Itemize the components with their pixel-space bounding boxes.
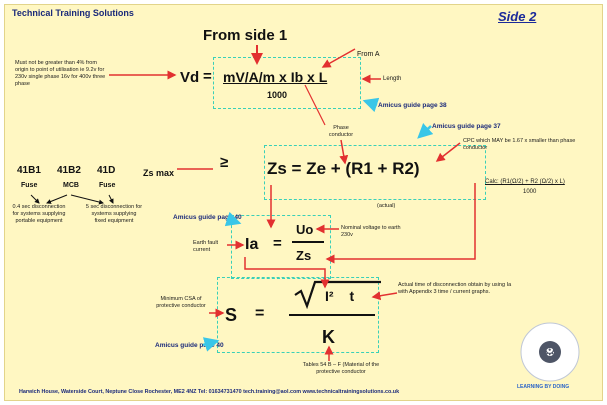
greater-equal-sign: ≥ — [220, 154, 229, 171]
device-41b1: 41B1 — [17, 165, 41, 176]
s-numerator: I² t — [325, 288, 355, 304]
ia-lhs: Ia — [245, 236, 259, 253]
s-lhs: S — [225, 305, 238, 325]
arrow-from-a — [321, 48, 356, 68]
arrow-phase-conductor — [339, 139, 349, 165]
ref-arrow-37 — [417, 123, 434, 139]
arrow-device-4 — [108, 194, 114, 204]
ref-arrow-40-top — [224, 211, 242, 227]
arrow-device-2 — [46, 194, 68, 204]
zs-max-text: Zs max — [143, 168, 175, 178]
vd-lhs: Vd — [180, 69, 200, 86]
vd-equals: = — [203, 68, 212, 85]
amicus-ref-40-top: Amicus guide page 40 — [173, 214, 242, 221]
device-type-mcb: MCB — [63, 182, 79, 189]
logo-text: LEARNING BY DOING — [517, 384, 570, 390]
square-root-sign — [294, 280, 381, 309]
ia-numerator: Uo — [296, 222, 314, 237]
arrow-zs-loop — [325, 183, 476, 264]
arrow-device-1 — [30, 194, 40, 204]
zs-max-label: Zs max — [143, 163, 174, 181]
arrow-actual-time — [371, 291, 398, 301]
amicus-ref-38: Amicus guide page 38 — [378, 102, 447, 109]
zs-equation-box — [264, 145, 486, 200]
ia-denominator: Zs — [296, 248, 312, 263]
tables-note: Tables 54 B – F (Material of the protect… — [302, 362, 380, 375]
phase-conductor-label: Phase conductor — [328, 125, 354, 138]
amicus-ref-40-bottom: Amicus guide page 40 — [155, 342, 224, 349]
arrow-mv-down — [304, 84, 326, 126]
training-sheet: Technical Training Solutions Side 2 From… — [4, 4, 603, 401]
vd-numerator: mV/A/m x Ib x L — [223, 69, 328, 85]
from-a-label: From A — [357, 43, 380, 61]
ia-equals: = — [273, 235, 282, 252]
cpc-note: CPC which MAY be 1.67 x smaller than pha… — [463, 138, 576, 151]
from-side-heading: From side 1 — [203, 27, 288, 44]
gear-icon: ⚙ — [543, 342, 557, 359]
arrow-cpc — [435, 142, 461, 162]
earth-fault-label: Earth fault current — [193, 240, 219, 253]
arrow-ia-s — [244, 257, 330, 289]
s-denominator: K — [322, 327, 335, 347]
device-41d: 41D — [97, 165, 116, 176]
vd-denominator: 1000 — [267, 90, 288, 100]
actual-time-note: Actual time of disconnection obtain by u… — [398, 282, 512, 295]
min-csa-label: Minimum CSA of protective conductor — [156, 296, 206, 309]
voltage-drop-note: Must not be greater than 4% from origin … — [15, 60, 106, 87]
actual-label: (actual) — [377, 203, 396, 209]
vd-equation-box — [213, 57, 361, 109]
ref-arrow-40-bottom — [202, 337, 220, 352]
ia-equation-box — [231, 215, 331, 279]
arrow-device-3 — [70, 194, 104, 205]
logo-ring — [520, 322, 580, 382]
s-equals: = — [255, 305, 265, 322]
company-name: Technical Training Solutions — [12, 8, 134, 18]
side-label: Side 2 — [498, 9, 537, 24]
calc-denominator: 1000 — [523, 189, 537, 195]
zs-equation: Zs = Ze + (R1 + R2) — [267, 159, 420, 178]
length-label: Length — [383, 76, 402, 82]
footer-address: Harwich House, Waterside Court, Neptune … — [19, 389, 400, 395]
amicus-ref-37: Amicus guide page 37 — [432, 123, 501, 130]
from-a-text: From A — [357, 51, 380, 58]
disconnection-5-note: 5 sec disconnection for systems supplyin… — [85, 204, 143, 224]
device-type-fuse-1: Fuse — [21, 182, 38, 189]
nominal-voltage-note: Nominal voltage to earth 230v — [341, 225, 401, 238]
device-41b2: 41B2 — [57, 165, 81, 176]
ref-arrow-38 — [362, 97, 380, 113]
learning-by-doing-logo: ⚙ LEARNING BY DOING — [517, 321, 581, 390]
calc-formula: Calc: (R1(Ω/2) + R2 (Ω/2) x L) — [485, 179, 565, 185]
disconnection-04-note: 0.4 sec disconnection for systems supply… — [12, 204, 66, 224]
ia-fraction-line — [292, 241, 324, 243]
s-fraction-line — [289, 314, 375, 316]
arrow-overlay — [30, 45, 476, 361]
device-type-fuse-2: Fuse — [99, 182, 116, 189]
